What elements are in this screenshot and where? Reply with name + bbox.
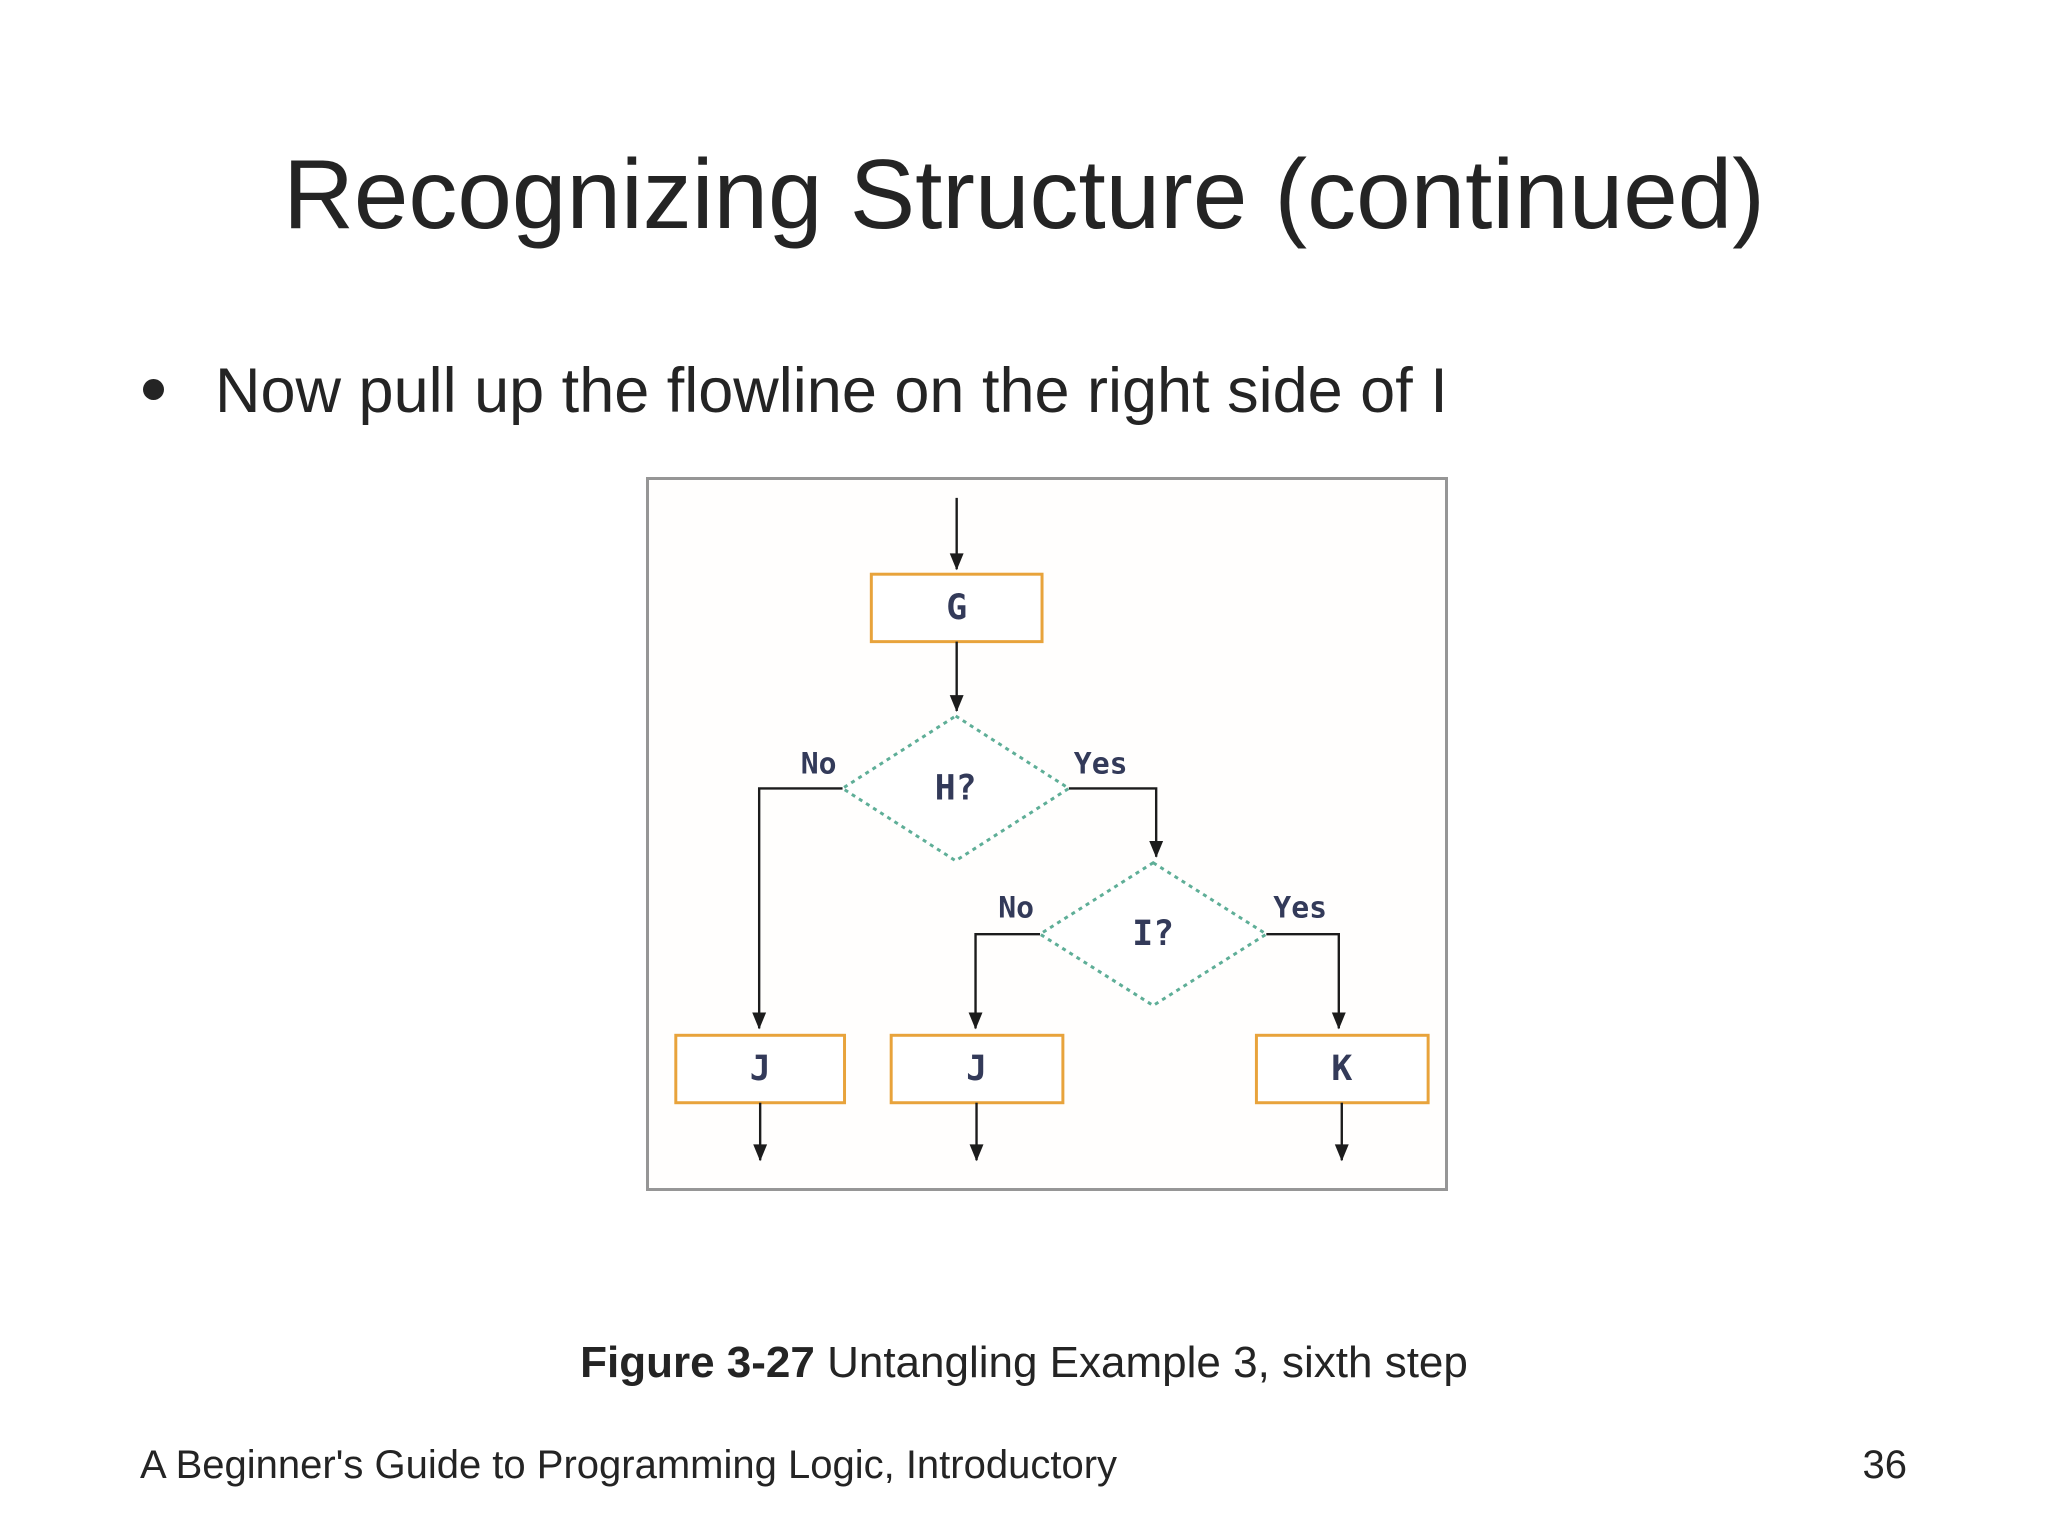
process-label-j2: J	[966, 1049, 987, 1089]
decision-label-i: I?	[1132, 914, 1174, 954]
process-box-k	[1254, 1033, 1430, 1105]
figure-caption-text: Untangling Example 3, sixth step	[814, 1338, 1468, 1387]
branch-label-i-yes: Yes	[1273, 890, 1327, 925]
process-label-g: G	[946, 588, 967, 628]
bullet-item: Now pull up the flowline on the right si…	[143, 355, 1448, 427]
flowline-h-no-to-j1	[752, 787, 843, 1030]
figure-frame: G H? No Yes I? No Yes J	[646, 477, 1448, 1191]
branch-label-i-no: No	[998, 890, 1034, 925]
flowline-i-yes-to-k	[1266, 932, 1346, 1030]
footer: A Beginner's Guide to Programming Logic,…	[140, 1443, 1907, 1488]
process-box-j2	[889, 1033, 1065, 1105]
bullet-text: Now pull up the flowline on the right si…	[215, 356, 1448, 426]
page-number: 36	[1862, 1443, 1908, 1487]
figure-caption: Figure 3-27 Untangling Example 3, sixth …	[0, 1338, 2048, 1388]
decision-label-h: H?	[935, 768, 977, 808]
process-label-j1: J	[750, 1049, 771, 1089]
flowchart-svg: G H? No Yes I? No Yes J	[674, 497, 1430, 1162]
bullet-icon	[143, 379, 164, 400]
flowline-i-no-to-j2	[968, 932, 1041, 1030]
branch-label-h-yes: Yes	[1074, 747, 1128, 782]
figure-caption-number: Figure 3-27	[580, 1338, 815, 1387]
process-label-k: K	[1331, 1049, 1352, 1089]
process-box-j1	[674, 1033, 847, 1105]
branch-label-h-no: No	[801, 747, 837, 782]
flowline-h-yes-to-i	[1068, 787, 1164, 858]
page-title: Recognizing Structure (continued)	[283, 139, 1765, 249]
footer-book-title: A Beginner's Guide to Programming Logic,…	[140, 1443, 1118, 1487]
